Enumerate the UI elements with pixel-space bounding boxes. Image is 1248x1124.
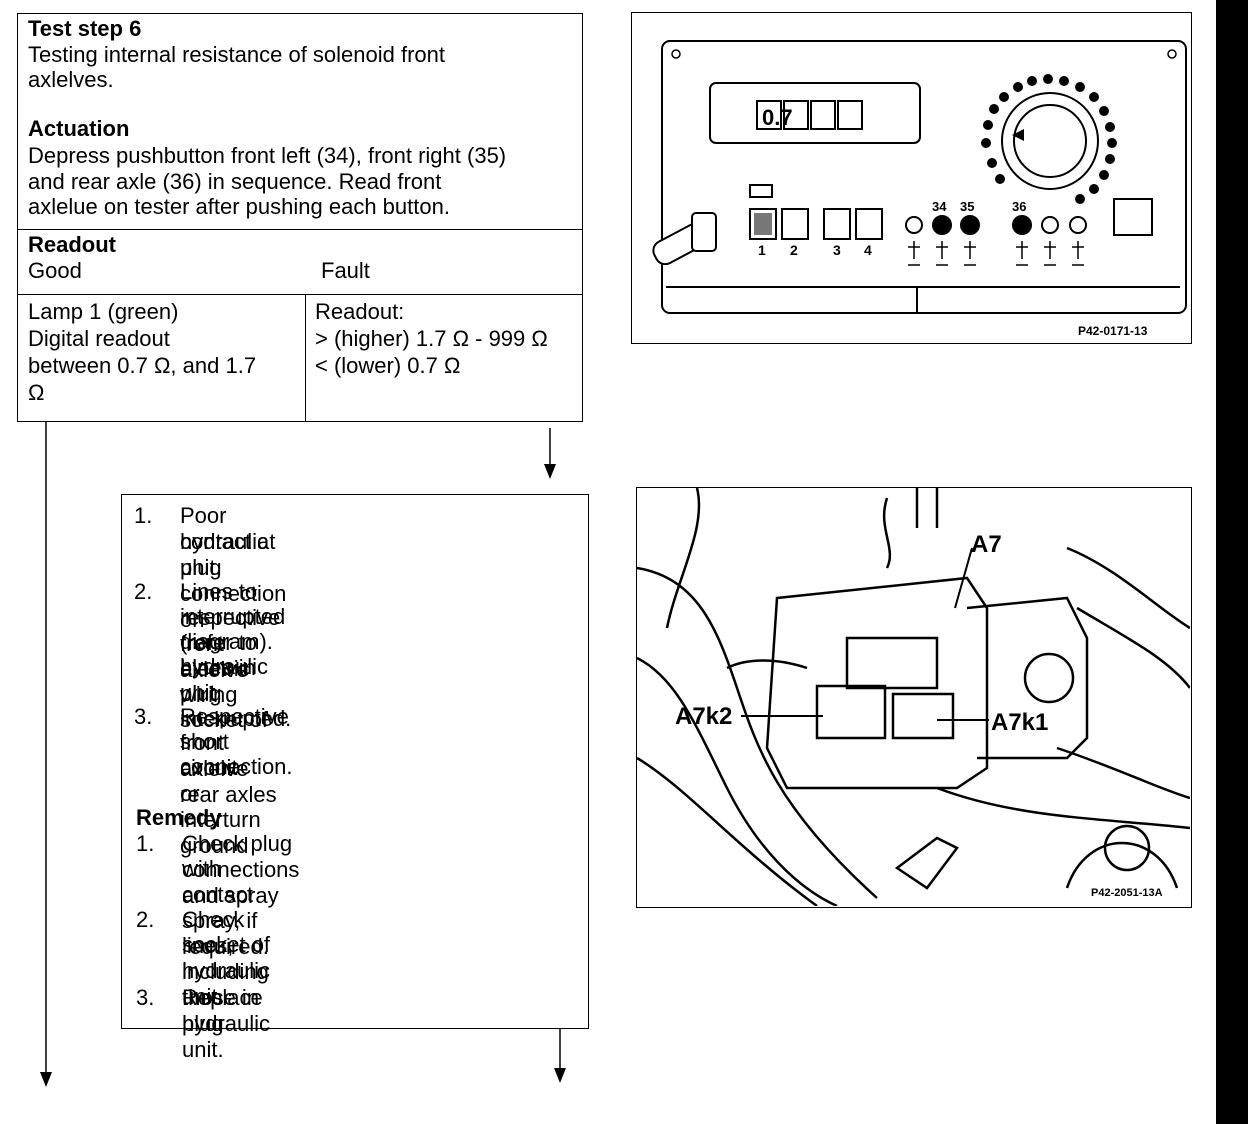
tester-illustration: 0.7 [652, 40, 1187, 338]
good-line-2: Digital readout [28, 326, 170, 351]
tester-display: 0.7 [762, 105, 793, 130]
readout-fault-label: Fault [321, 258, 370, 283]
actuation-line-1: Depress pushbutton front left (34), fron… [28, 143, 507, 168]
good-line-4: Ω [28, 380, 45, 405]
tester-button-label: 3 [833, 242, 841, 258]
arrow-down-icon [544, 464, 556, 479]
remedy-number: 1. [136, 831, 155, 856]
label-a7k1: A7k1 [991, 709, 1048, 736]
tester-figure-code: P42-0171-13 [1078, 324, 1148, 338]
tester-button-label: 1 [758, 242, 766, 258]
tester-lamp-label: 34 [932, 199, 947, 214]
remedy-line: Check lines, including those in plug [182, 907, 269, 1036]
actuation-line-3: axlelue on tester after pushing each but… [28, 194, 450, 219]
divider [18, 229, 582, 230]
tester-button-label: 4 [864, 242, 872, 258]
cause-number: 2. [134, 579, 153, 604]
fault-line-2: > (higher) 1.7 Ω - 999 Ω [315, 326, 548, 351]
test-step-description-line-1: Testing internal resistance of solenoid … [28, 42, 446, 67]
arrow-down-icon [40, 1072, 52, 1087]
remedy-number: 3. [136, 985, 155, 1010]
causes-box: 1. Poor contact at plug connection on hy… [121, 494, 589, 1062]
test-step-description-line-2: axlelves. [28, 67, 114, 92]
remedy-line: socket of hydraulic unit. [182, 932, 271, 1009]
test-step-title: Test step 6 [28, 16, 142, 41]
arrow-down-icon [554, 1068, 566, 1083]
cause-line: diagram). Lines in plug socket of [180, 629, 273, 732]
actuation-line-2: and rear axle (36) in sequence. Read fro… [28, 169, 442, 194]
hydraulic-unit-figure: A7 A7k2 A7k1 P42-2051-13A [636, 487, 1192, 908]
tester-lamp-label: 36 [1012, 199, 1026, 214]
cause-line: Respective front axlelve rear axles [180, 704, 289, 807]
remedy-line: Replace hydraulic unit. [182, 985, 271, 1062]
cause-line: connection. [180, 754, 293, 779]
cause-line: Lines to respective front axlelve [180, 579, 281, 682]
divider [305, 294, 306, 422]
remedy-line: Check plug connections and spray [182, 831, 300, 908]
hydraulic-unit-illustration: A7 A7k2 A7k1 P42-2051-13A [637, 488, 1190, 906]
good-line-1: Lamp 1 (green) [28, 299, 179, 324]
divider [18, 294, 582, 295]
page-edge-bar [1216, 0, 1248, 1124]
fault-line-1: Readout: [315, 299, 405, 324]
cause-number: 1. [134, 503, 153, 528]
tester-figure: 0.7 [631, 12, 1192, 344]
readout-good-label: Good [28, 258, 82, 283]
actuation-heading: Actuation [28, 116, 130, 141]
remedy-number: 2. [136, 907, 155, 932]
cause-line: short circuit or interturn ground [180, 729, 261, 858]
fault-line-3: < (lower) 0.7 Ω [315, 353, 461, 378]
flow-arrows [40, 422, 566, 1087]
label-a7: A7 [971, 531, 1002, 558]
cause-line: Poor contact at plug connection on [180, 503, 287, 632]
label-a7k2: A7k2 [675, 703, 732, 730]
cause-number: 3. [134, 704, 153, 729]
tester-button-label: 2 [790, 242, 798, 258]
readout-heading: Readout [28, 232, 116, 257]
test-step-box: Test step 6 Testing internal resistance … [17, 13, 583, 422]
tester-lamp-label: 35 [960, 199, 974, 214]
cause-line: interrupted (refer to electric wiring [180, 604, 286, 707]
good-line-3: between 0.7 Ω, and 1.7 [28, 353, 257, 378]
cause-line: hydraulic unit interrupted. [180, 654, 292, 731]
remedy-line: with contact spray, if required. [182, 856, 269, 959]
cause-line: hydraulic unit. [180, 529, 269, 580]
hydraulic-figure-code: P42-2051-13A [1091, 887, 1163, 899]
remedy-heading: Remedy [136, 805, 222, 830]
